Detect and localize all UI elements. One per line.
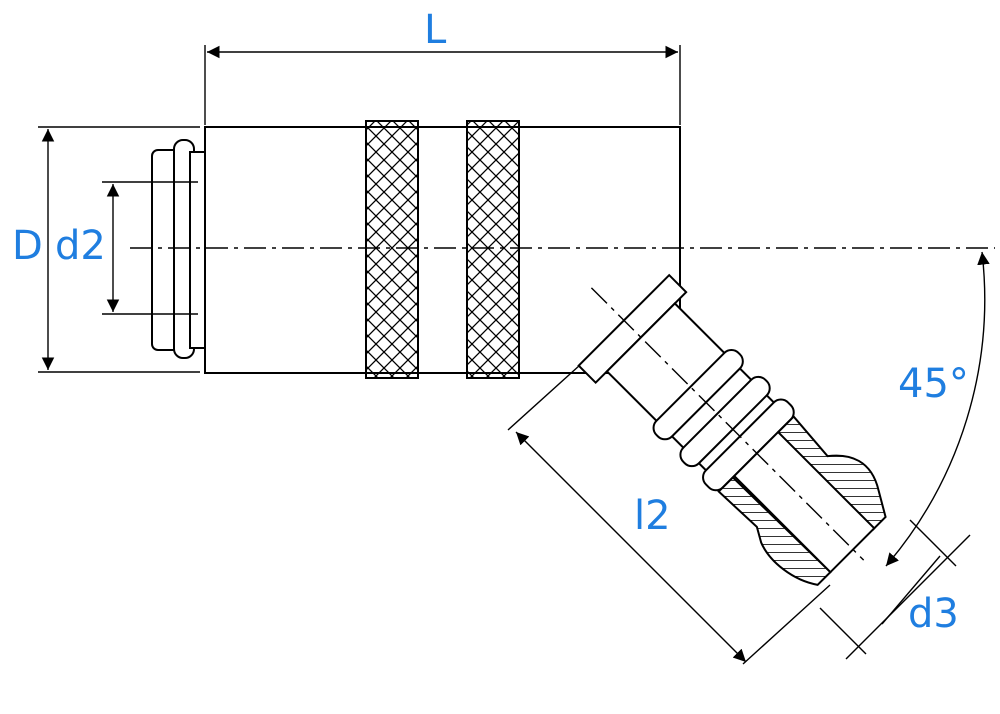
dimension-D (38, 126, 200, 373)
label-angle: 45° (898, 361, 969, 407)
hose-end-lower (717, 475, 832, 586)
hose-bore (732, 430, 876, 574)
angled-body (577, 273, 887, 586)
label-d2: d2 (55, 223, 106, 269)
label-D: D (12, 223, 43, 269)
knurl-ring-right (466, 120, 520, 379)
main-sleeve (204, 126, 681, 374)
angle-45-dimension (885, 251, 990, 567)
label-L: L (424, 7, 447, 53)
hose-end-upper (776, 415, 887, 532)
label-d3: d3 (908, 591, 959, 637)
label-l2: l2 (634, 493, 671, 539)
straight-body (151, 120, 681, 379)
knurl-ring-left (365, 120, 419, 379)
dimension-L (204, 45, 681, 125)
dimension-d2 (102, 181, 198, 315)
dimension-l2 (507, 364, 831, 665)
